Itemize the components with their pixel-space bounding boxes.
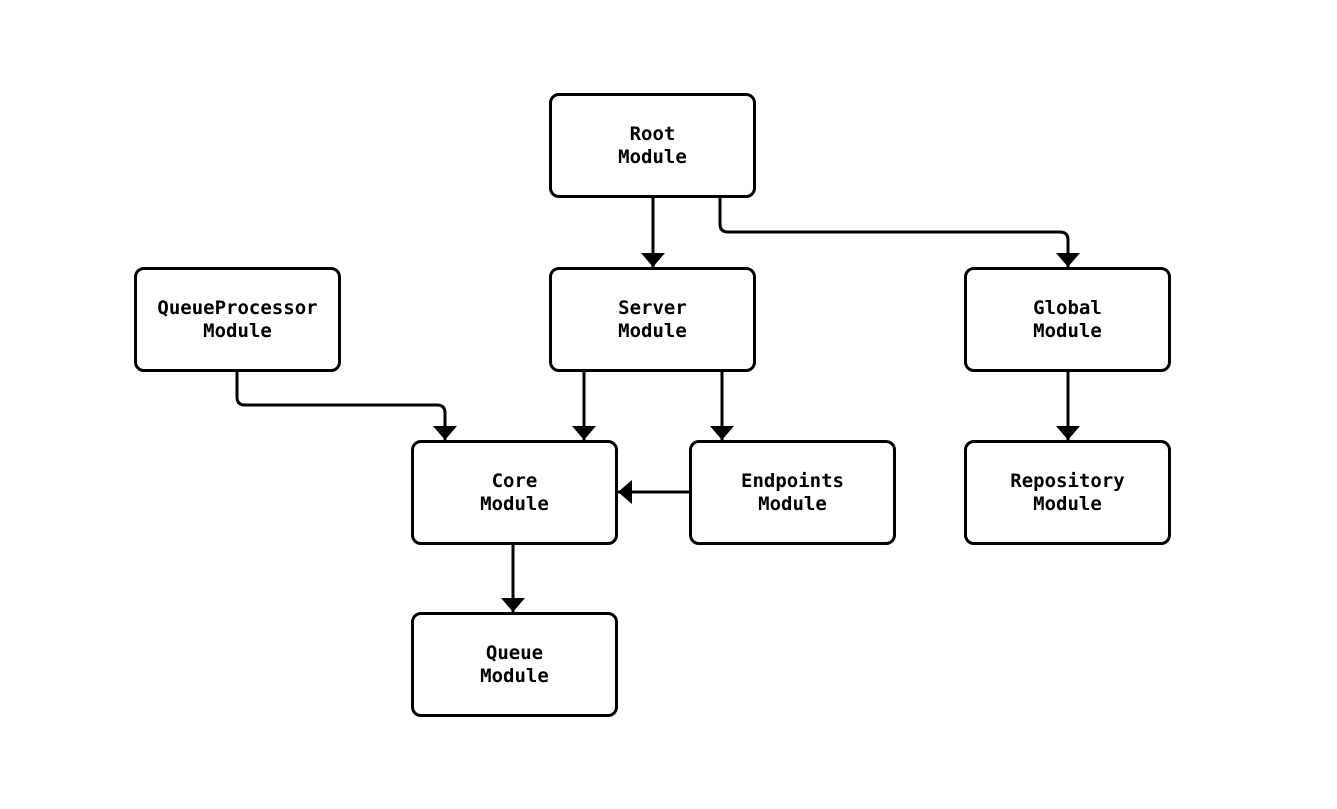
node-repository-module: Repository Module [964, 440, 1171, 545]
node-label-line: Server [618, 296, 687, 319]
node-label-line: Global [1033, 296, 1102, 319]
node-label-line: Endpoints [741, 469, 844, 492]
node-core-module: Core Module [411, 440, 618, 545]
node-queueprocessor-module: QueueProcessor Module [134, 267, 341, 372]
node-label-line: Module [618, 145, 687, 168]
node-label-line: Module [758, 492, 827, 515]
node-label-line: Module [480, 492, 549, 515]
node-endpoints-module: Endpoints Module [689, 440, 896, 545]
node-root-module: Root Module [549, 93, 756, 198]
node-queue-module: Queue Module [411, 612, 618, 717]
node-label-line: Queue [485, 641, 544, 664]
node-label-line: Repository [1010, 469, 1125, 492]
node-label-line: Module [1033, 492, 1102, 515]
node-label-line: Core [491, 469, 538, 492]
node-label-line: Module [1033, 319, 1102, 342]
node-global-module: Global Module [964, 267, 1171, 372]
edge-root-to-global [718, 198, 1080, 267]
node-label-line: Module [480, 664, 549, 687]
node-label-line: QueueProcessor [157, 296, 318, 319]
node-label-line: Module [203, 319, 272, 342]
node-label-line: Module [618, 319, 687, 342]
edge-queueprocessor-to-core [235, 372, 457, 440]
node-server-module: Server Module [549, 267, 756, 372]
node-label-line: Root [629, 122, 676, 145]
